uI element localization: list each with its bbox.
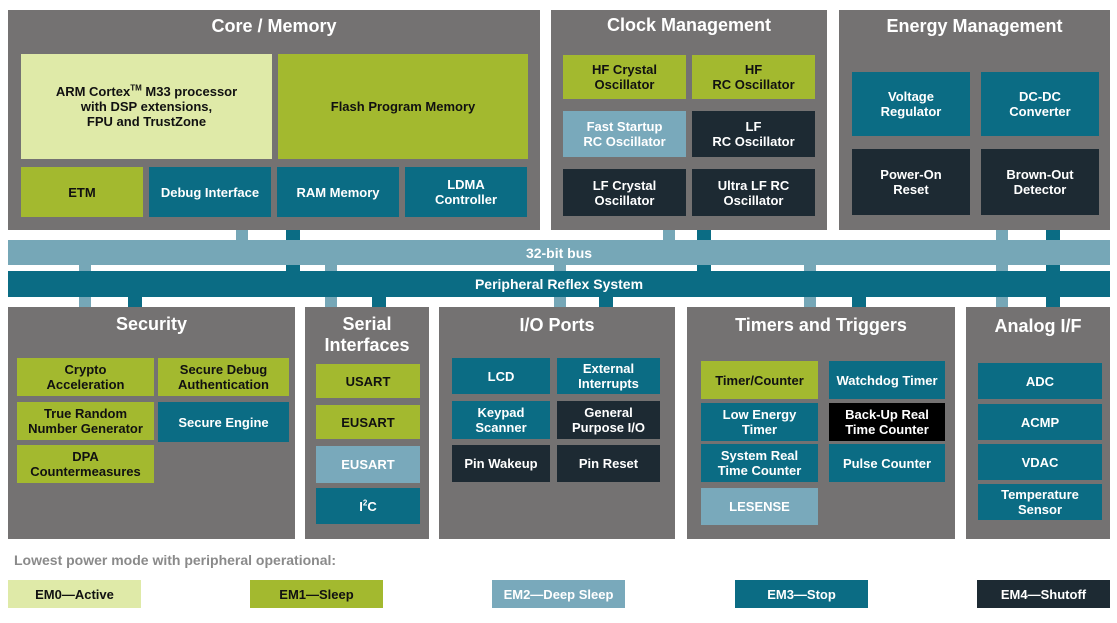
keypad-scanner-block: Keypad Scanner — [452, 401, 550, 439]
connector — [372, 296, 386, 310]
hf-crystal-oscillator-block: HF Crystal Oscillator — [563, 55, 686, 99]
vdac-block: VDAC — [978, 444, 1102, 480]
legend-em0: EM0—Active — [8, 580, 141, 608]
connector — [852, 296, 866, 310]
power-on-reset-block: Power-On Reset — [852, 149, 970, 215]
legend-em3: EM3—Stop — [735, 580, 868, 608]
clock-management-panel: Clock Management HF Crystal Oscillator H… — [551, 10, 827, 230]
connector — [996, 226, 1008, 242]
connector — [1046, 296, 1060, 310]
adc-block: ADC — [978, 363, 1102, 399]
system-rtc-block: System Real Time Counter — [701, 444, 818, 482]
lesense-block: LESENSE — [701, 488, 818, 525]
analog-if-panel: Analog I/F ADC ACMP VDAC Temperature Sen… — [966, 307, 1110, 539]
external-interrupts-block: External Interrupts — [557, 358, 660, 394]
pulse-counter-block: Pulse Counter — [829, 444, 945, 482]
io-ports-title: I/O Ports — [519, 315, 595, 335]
low-energy-timer-block: Low Energy Timer — [701, 403, 818, 441]
voltage-regulator-block: Voltage Regulator — [852, 72, 970, 136]
true-random-number-generator-block: True Random Number Generator — [17, 402, 154, 440]
trademark: TM — [130, 83, 142, 93]
clock-management-title: Clock Management — [606, 15, 772, 35]
i2c-base: I — [359, 498, 363, 514]
io-ports-panel: I/O Ports LCD External Interrupts Keypad… — [439, 307, 675, 539]
connector — [663, 226, 675, 242]
dpa-countermeasures-block: DPA Countermeasures — [17, 445, 154, 483]
core-memory-panel: Core / Memory ARM CortexTM M33 processor… — [8, 10, 540, 230]
eusart-block-1: EUSART — [316, 405, 420, 439]
i2c-tail: C — [367, 498, 377, 514]
bus-32bit: 32-bit bus — [8, 240, 1110, 265]
timers-triggers-panel: Timers and Triggers Timer/Counter Watchd… — [687, 307, 955, 539]
secure-engine-block: Secure Engine — [158, 402, 289, 442]
serial-interfaces-panel: Serial Interfaces USART EUSART EUSART I2… — [305, 307, 429, 539]
core-memory-title: Core / Memory — [211, 16, 337, 36]
timer-counter-block: Timer/Counter — [701, 361, 818, 399]
connector — [599, 296, 613, 310]
pin-reset-block: Pin Reset — [557, 445, 660, 482]
usart-block: USART — [316, 364, 420, 398]
general-purpose-io-block: General Purpose I/O — [557, 401, 660, 439]
lf-rc-oscillator-block: LF RC Oscillator — [692, 111, 815, 157]
analog-if-title: Analog I/F — [994, 316, 1082, 336]
timers-triggers-title: Timers and Triggers — [735, 315, 907, 335]
energy-management-title: Energy Management — [886, 16, 1063, 36]
i2c-superscript: 2 — [362, 498, 368, 508]
lf-crystal-oscillator-block: LF Crystal Oscillator — [563, 169, 686, 216]
prs-label: Peripheral Reflex System — [474, 276, 644, 292]
brown-out-detector-block: Brown-Out Detector — [981, 149, 1099, 215]
legend-em2: EM2—Deep Sleep — [492, 580, 625, 608]
hf-rc-oscillator-block: HF RC Oscillator — [692, 55, 815, 99]
pin-wakeup-block: Pin Wakeup — [452, 445, 550, 482]
temperature-sensor-block: Temperature Sensor — [978, 484, 1102, 520]
legend-em4: EM4—Shutoff — [977, 580, 1110, 608]
secure-debug-authentication-block: Secure Debug Authentication — [158, 358, 289, 396]
arm-line1b: M33 processor — [141, 84, 238, 99]
dcdc-converter-block: DC-DC Converter — [981, 72, 1099, 136]
bus-32bit-label: 32-bit bus — [525, 244, 593, 261]
security-title: Security — [115, 314, 188, 334]
crypto-acceleration-block: Crypto Acceleration — [17, 358, 154, 396]
legend-em1: EM1—Sleep — [250, 580, 383, 608]
ldma-controller-block: LDMA Controller — [405, 167, 527, 217]
etm-block: ETM — [21, 167, 143, 217]
security-panel: Security Crypto Acceleration Secure Debu… — [8, 307, 295, 539]
ultra-lf-rc-oscillator-block: Ultra LF RC Oscillator — [692, 169, 815, 216]
lcd-block: LCD — [452, 358, 550, 394]
acmp-block: ACMP — [978, 404, 1102, 440]
peripheral-reflex-system: Peripheral Reflex System — [8, 271, 1110, 297]
energy-management-panel: Energy Management Voltage Regulator DC-D… — [839, 10, 1110, 230]
arm-rest: with DSP extensions, FPU and TrustZone — [80, 99, 213, 129]
fast-startup-rc-oscillator-block: Fast Startup RC Oscillator — [563, 111, 686, 157]
legend-title: Lowest power mode with peripheral operat… — [14, 552, 337, 568]
connector — [128, 296, 142, 310]
ram-memory-block: RAM Memory — [277, 167, 399, 217]
i2c-block: I2C — [316, 488, 420, 524]
eusart-block-2: EUSART — [316, 446, 420, 483]
backup-rtc-block: Back-Up Real Time Counter — [829, 403, 945, 441]
watchdog-timer-block: Watchdog Timer — [829, 361, 945, 399]
serial-interfaces-title: Serial Interfaces — [324, 314, 410, 355]
connector — [236, 226, 248, 242]
debug-interface-block: Debug Interface — [149, 167, 271, 217]
i2c-label: I2C — [359, 499, 376, 514]
arm-line1: ARM Cortex — [55, 84, 131, 99]
flash-memory-block: Flash Program Memory — [278, 54, 528, 159]
